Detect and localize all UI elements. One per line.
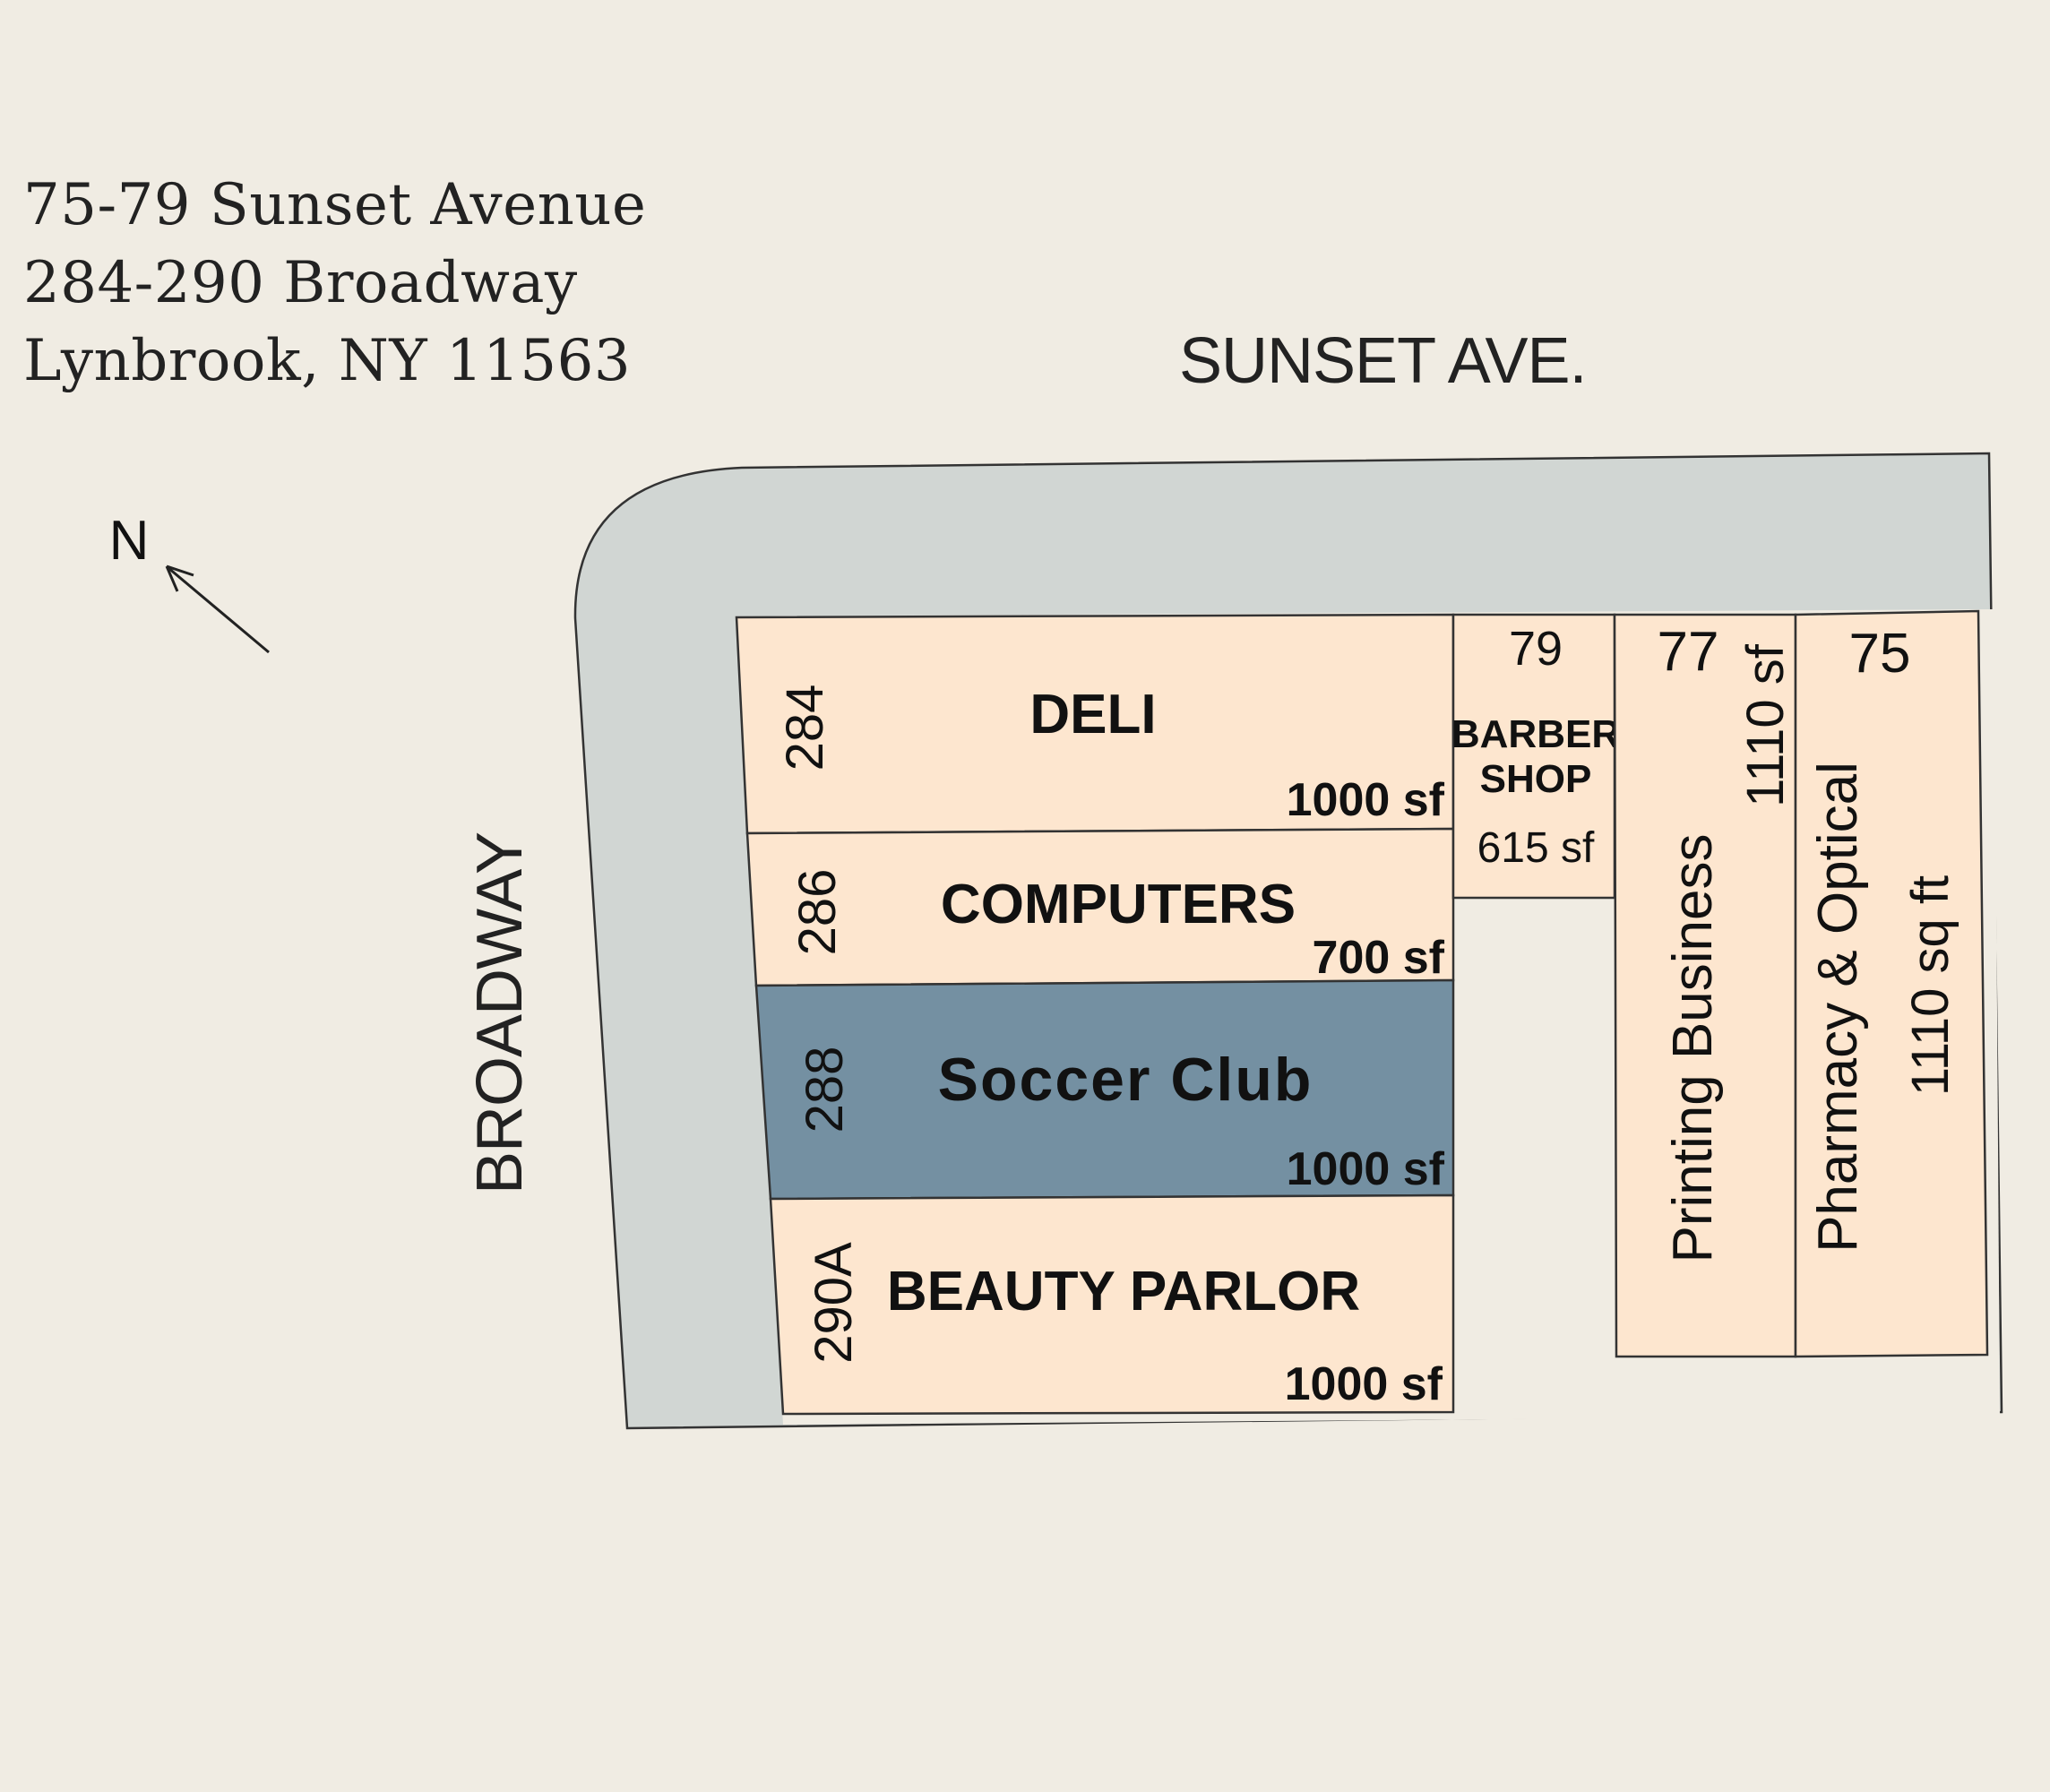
unit-number: 288: [796, 1047, 854, 1133]
address-line-1: 75-79 Sunset Avenue: [23, 172, 647, 238]
unit-tenant: COMPUTERS: [941, 874, 1296, 935]
unit-area: 1000 sf: [1287, 1143, 1445, 1195]
unit-area: 1110 sq ft: [1901, 875, 1960, 1096]
address-line-3: Lynbrook, NY 11563: [23, 328, 632, 394]
unit-tenant: Printing Business: [1662, 833, 1724, 1262]
street-label-sunset-ave: SUNSET AVE.: [1179, 325, 1588, 397]
unit-284[interactable]: 284 DELI 1000 sf: [735, 613, 1455, 835]
unit-area: 1110 sf: [1736, 643, 1795, 807]
unit-area: 1000 sf: [1287, 774, 1445, 826]
north-arrow-head: [165, 564, 194, 592]
unit-288[interactable]: 288 Soccer Club 1000 sf: [754, 978, 1455, 1201]
unit-area: 615 sf: [1477, 824, 1595, 872]
unit-286[interactable]: 286 COMPUTERS 700 sf: [745, 827, 1455, 987]
unit-290a[interactable]: 290A BEAUTY PARLOR 1000 sf: [769, 1193, 1455, 1416]
unit-number: 290A: [805, 1242, 863, 1364]
unit-area: 1000 sf: [1285, 1358, 1443, 1410]
unit-tenant-line-1: BARBER: [1451, 712, 1620, 756]
unit-number: 79: [1509, 622, 1563, 676]
north-label: N: [109, 510, 150, 572]
unit-number: 286: [788, 869, 847, 956]
unit-75[interactable]: 75 Pharmacy & Optical 1110 sq ft: [1794, 609, 1989, 1358]
north-arrow-shaft: [168, 566, 270, 654]
address-block: 75-79 Sunset Avenue 284-290 Broadway Lyn…: [23, 167, 646, 401]
unit-number: 77: [1658, 621, 1719, 683]
unit-number: 284: [776, 685, 834, 771]
address-line-2: 284-290 Broadway: [23, 250, 578, 316]
unit-79[interactable]: 79 BARBER SHOP 615 sf: [1451, 613, 1620, 900]
unit-tenant: Soccer Club: [938, 1046, 1314, 1114]
north-arrow: N: [109, 510, 270, 654]
unit-tenant: BEAUTY PARLOR: [887, 1261, 1360, 1322]
unit-number: 75: [1849, 623, 1911, 685]
unit-77[interactable]: 77 Printing Business 1110 sf: [1613, 613, 1797, 1358]
unit-tenant: Pharmacy & Optical: [1807, 762, 1869, 1253]
unit-area: 700 sf: [1313, 932, 1445, 984]
unit-tenant-line-2: SHOP: [1480, 757, 1592, 801]
unit-tenant: DELI: [1029, 684, 1156, 745]
